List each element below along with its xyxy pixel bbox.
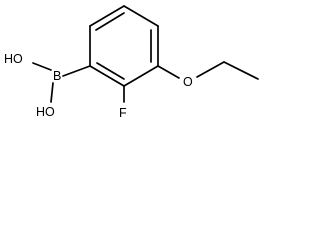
- ring-bond: [123, 65, 159, 87]
- ring-bond: [89, 5, 125, 27]
- hydroxyl-bottom-label: HO: [36, 105, 55, 119]
- double-bond-inner: [96, 62, 125, 80]
- benzene-ring: [89, 5, 159, 87]
- boronic-acid-group: B HO HO: [4, 52, 91, 119]
- b-oh-bond-top: [32, 62, 52, 71]
- c-b-bond: [62, 65, 91, 77]
- oxygen-label: O: [183, 75, 193, 89]
- fluoro-group: F: [119, 85, 127, 120]
- ring-bond: [89, 65, 125, 87]
- hydroxyl-top-label: HO: [4, 52, 23, 66]
- b-oh-bond-bottom: [50, 82, 54, 103]
- boron-label: B: [53, 69, 61, 83]
- fluorine-label: F: [119, 106, 127, 120]
- c-o-bond: [157, 65, 180, 79]
- double-bond-inner: [95, 12, 125, 31]
- ch2-ch3-bond: [223, 61, 259, 80]
- chemical-structure: B HO HO F O: [4, 5, 259, 120]
- ethoxy-group: O: [157, 61, 259, 89]
- ring-bond: [123, 5, 159, 27]
- o-ch2-bond: [196, 61, 225, 78]
